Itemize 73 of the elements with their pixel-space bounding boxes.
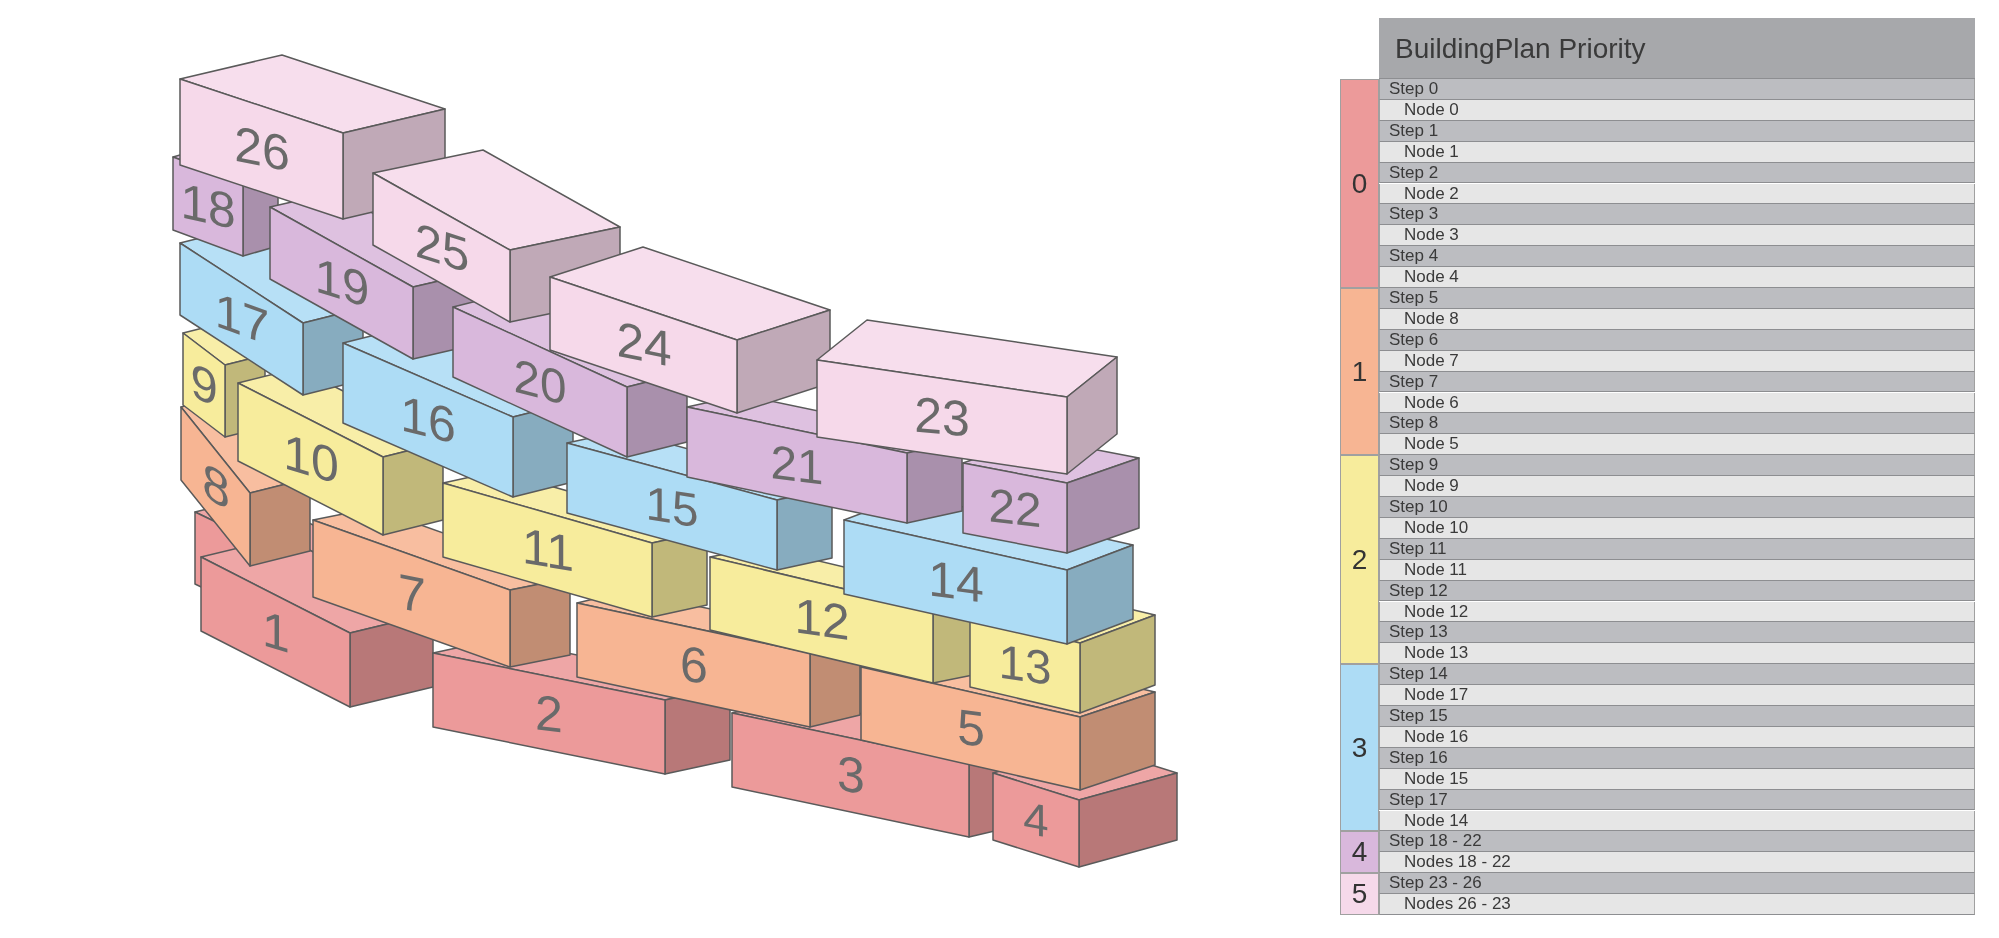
priority-swatch: 1 <box>1340 288 1379 456</box>
brick-number: 10 <box>282 425 339 493</box>
step-cell: Step 6 <box>1379 329 1975 351</box>
node-cell: Node 7 <box>1379 350 1975 372</box>
step-cell: Step 9 <box>1379 455 1975 477</box>
node-cell: Node 15 <box>1379 768 1975 790</box>
node-cell: Node 13 <box>1379 643 1975 665</box>
node-cell: Node 14 <box>1379 810 1975 832</box>
node-cell: Node 3 <box>1379 225 1975 247</box>
brick-number: 18 <box>180 175 236 238</box>
node-cell: Node 4 <box>1379 267 1975 288</box>
node-cell: Node 2 <box>1379 183 1975 205</box>
brick-number: 2 <box>535 686 563 741</box>
brick-number: 26 <box>233 118 290 180</box>
priority-swatch: 0 <box>1340 79 1379 288</box>
brick-number: 6 <box>679 638 708 692</box>
step-cell: Step 13 <box>1379 622 1975 644</box>
node-cell: Node 8 <box>1379 308 1975 330</box>
brick-number: 5 <box>956 701 985 756</box>
priority-swatch: 3 <box>1340 664 1379 832</box>
node-cell: Nodes 18 - 22 <box>1379 852 1975 874</box>
step-cell: Step 1 <box>1379 120 1975 142</box>
brick-number: 13 <box>998 637 1052 693</box>
node-cell: Node 11 <box>1379 559 1975 581</box>
step-cell: Step 18 - 22 <box>1379 831 1975 853</box>
brick-number: 15 <box>645 478 699 535</box>
step-cell: Step 15 <box>1379 706 1975 727</box>
brick-number: 14 <box>927 553 984 611</box>
step-cell: Step 23 - 26 <box>1379 873 1975 895</box>
step-cell: Step 7 <box>1379 371 1975 393</box>
node-cell: Node 16 <box>1379 726 1975 748</box>
brick-number: 22 <box>988 481 1042 535</box>
brick-number: 17 <box>214 284 269 354</box>
step-cell: Step 3 <box>1379 204 1975 226</box>
node-cell: Node 9 <box>1379 476 1975 497</box>
node-cell: Node 6 <box>1379 392 1975 414</box>
table-header: BuildingPlan Priority <box>1379 18 1975 79</box>
brick-number: 9 <box>190 354 218 416</box>
brick-number: 25 <box>414 214 469 281</box>
brick-number: 20 <box>513 351 567 413</box>
priority-swatch: 4 <box>1340 831 1379 874</box>
node-cell: Node 10 <box>1379 517 1975 539</box>
step-cell: Step 4 <box>1379 246 1975 268</box>
brick-number: 7 <box>397 565 426 622</box>
brick-number: 11 <box>521 520 574 580</box>
step-cell: Step 17 <box>1379 789 1975 811</box>
brick-number: 23 <box>914 389 970 445</box>
node-cell: Node 0 <box>1379 99 1975 121</box>
step-cell: Step 10 <box>1379 497 1975 518</box>
brick-number: 4 <box>1023 794 1049 846</box>
node-cell: Node 1 <box>1379 141 1975 163</box>
node-cell: Node 17 <box>1379 685 1975 706</box>
step-cell: Step 0 <box>1379 79 1975 100</box>
brick-number: 24 <box>615 314 672 376</box>
step-cell: Step 14 <box>1379 664 1975 686</box>
brick-number: 12 <box>793 591 850 649</box>
node-cell: Nodes 26 - 23 <box>1379 894 1975 915</box>
step-cell: Step 5 <box>1379 288 1975 309</box>
step-cell: Step 2 <box>1379 162 1975 184</box>
brick-number: 19 <box>314 249 369 317</box>
step-cell: Step 12 <box>1379 580 1975 602</box>
step-cell: Step 8 <box>1379 413 1975 435</box>
brick-number: 3 <box>836 748 865 802</box>
priority-swatch: 5 <box>1340 873 1379 915</box>
brick-number: 16 <box>400 388 456 452</box>
step-cell: Step 16 <box>1379 747 1975 769</box>
brick-number: 1 <box>261 602 290 662</box>
brick-number: 21 <box>770 437 824 493</box>
node-cell: Node 5 <box>1379 434 1975 456</box>
node-cell: Node 12 <box>1379 601 1975 623</box>
brick-number: 8 <box>201 453 230 520</box>
step-cell: Step 11 <box>1379 538 1975 560</box>
priority-swatch: 2 <box>1340 455 1379 665</box>
